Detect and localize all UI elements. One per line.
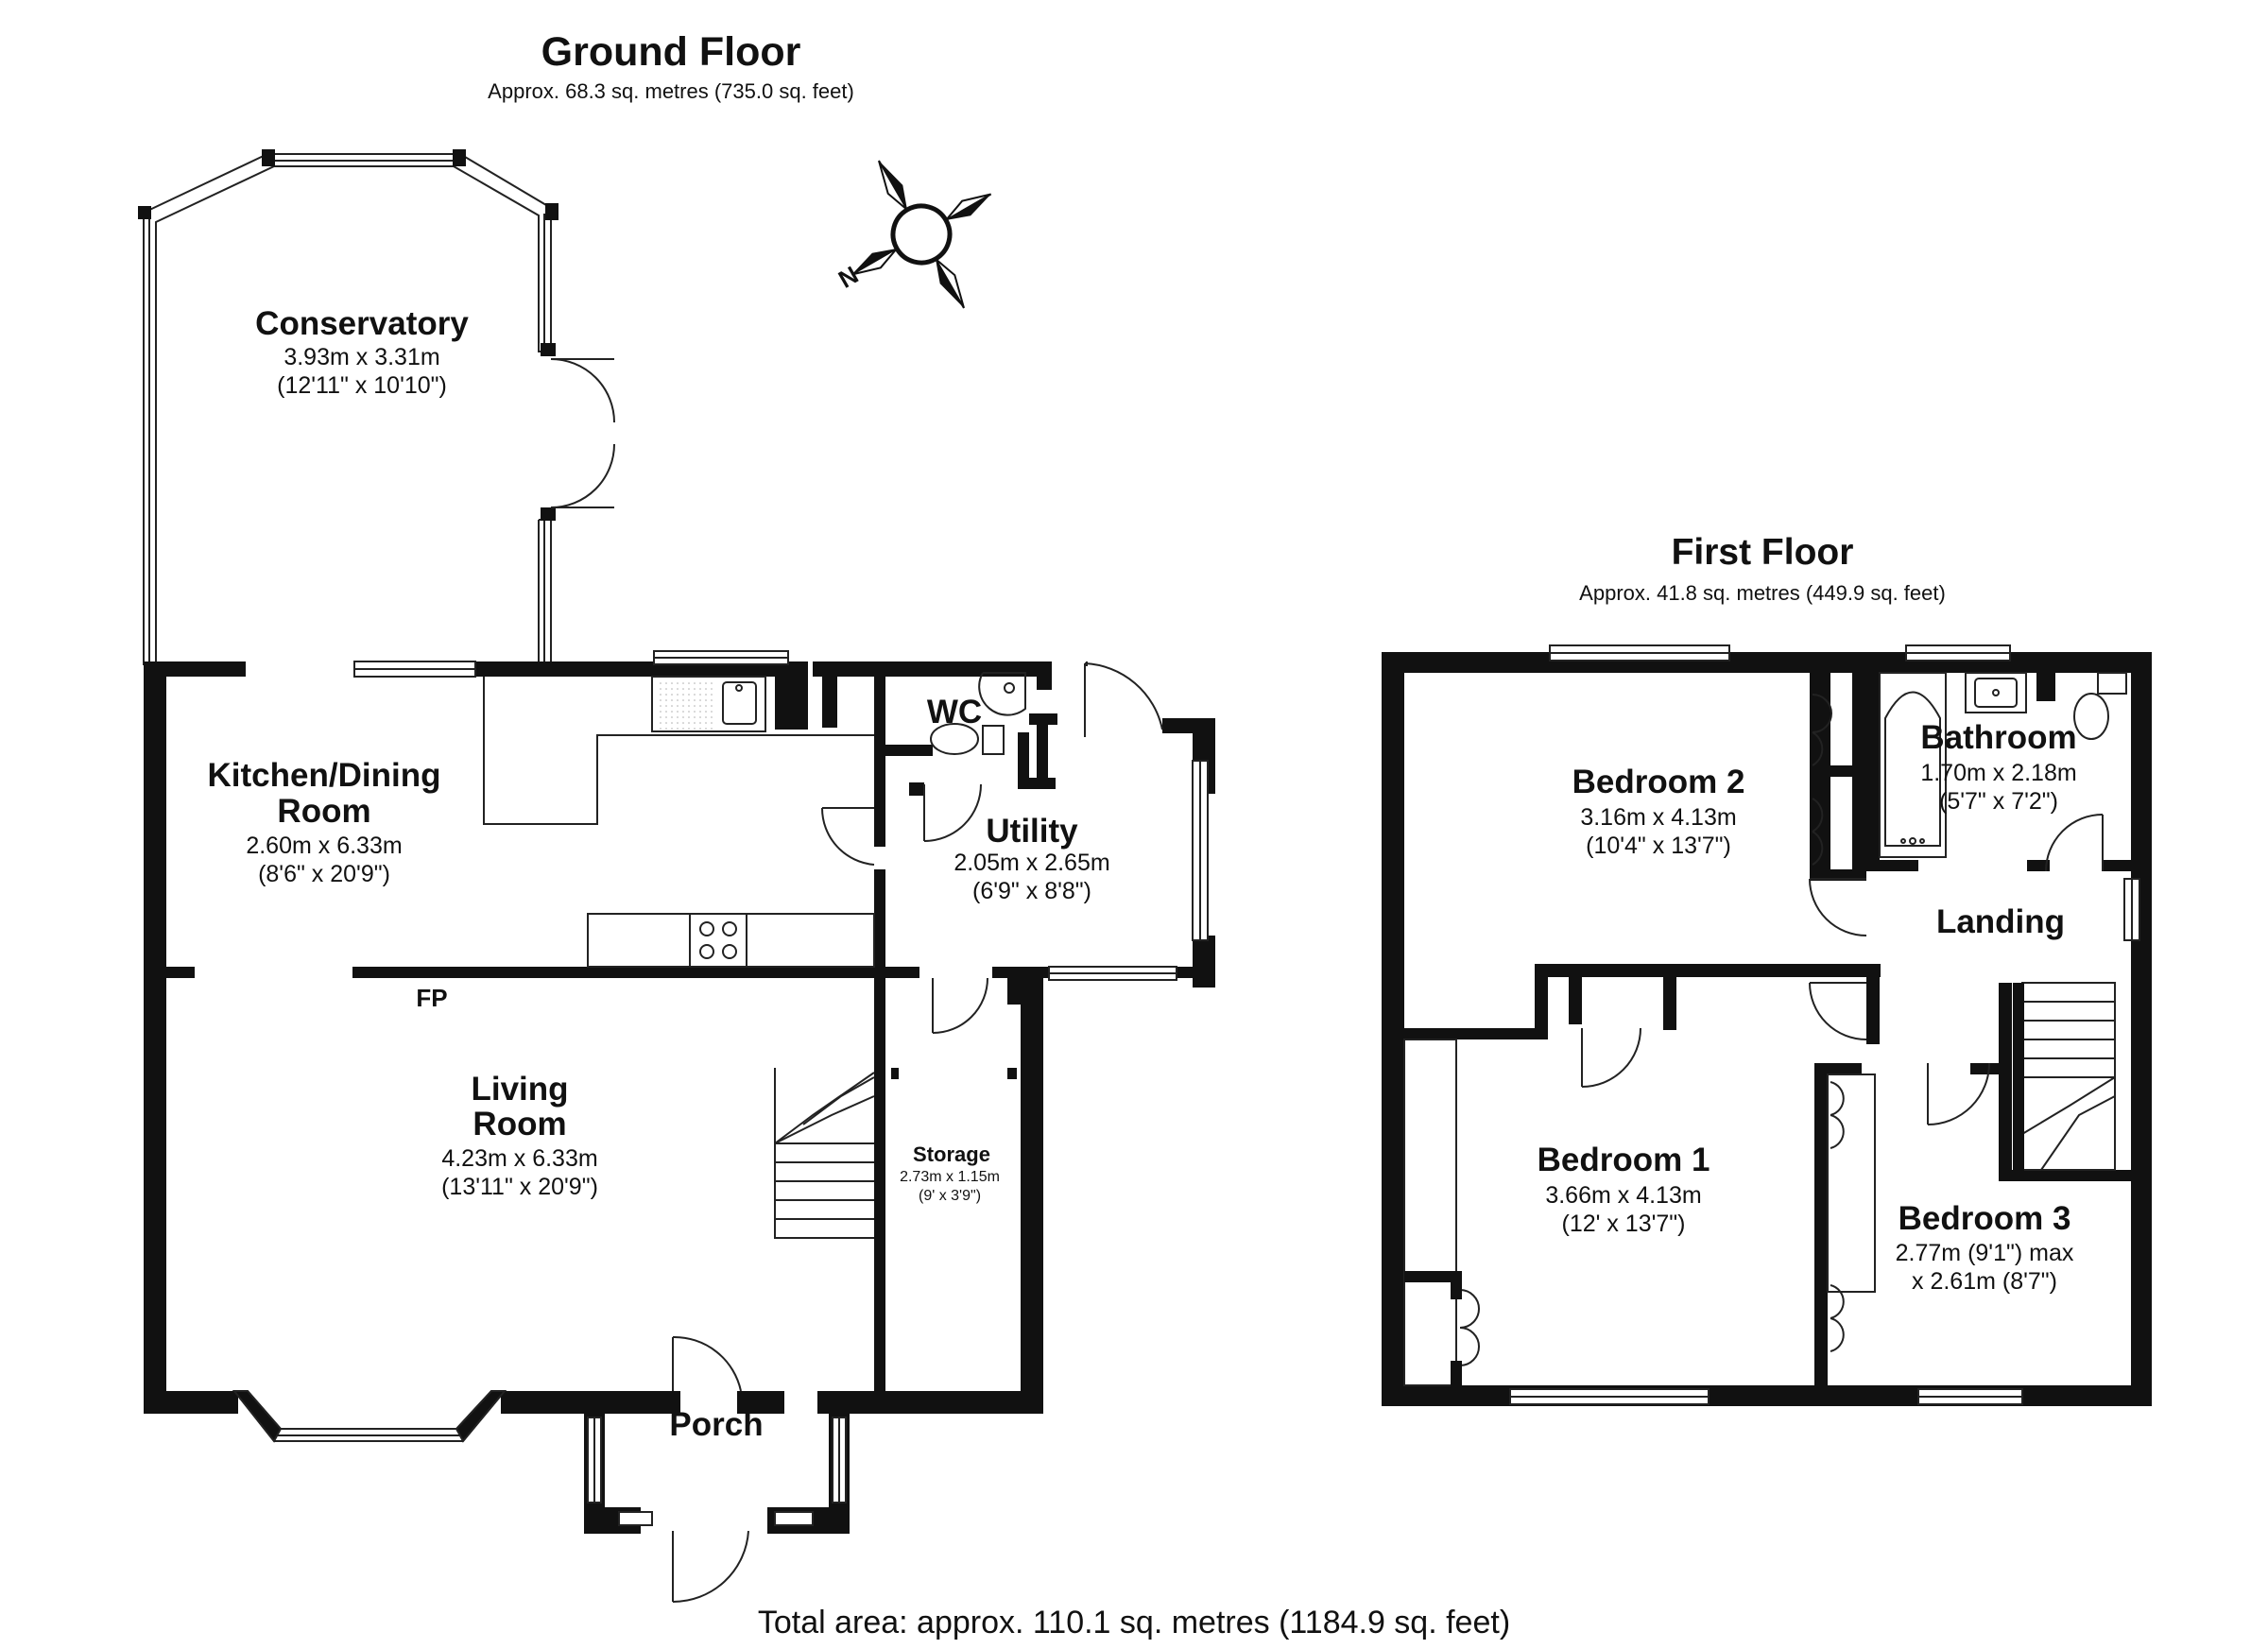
utility-windows — [1048, 760, 1209, 981]
living-stairs — [774, 1068, 875, 1239]
bathroom-metric: 1.70m x 2.18m — [1920, 760, 2077, 786]
conservatory-posts — [138, 149, 558, 521]
conservatory-label: Conservatory — [255, 305, 469, 342]
porch-label: Porch — [669, 1406, 764, 1443]
bedroom1-wardrobe-walls — [1404, 1271, 1462, 1389]
bedroom1-label: Bedroom 1 — [1537, 1142, 1710, 1178]
bathroom-fittings — [1879, 672, 2127, 858]
bedroom2-imperial: (10'4" x 13'7") — [1586, 833, 1731, 859]
kitchen-metric: 2.60m x 6.33m — [246, 833, 403, 859]
ground-floor-area: Approx. 68.3 sq. metres (735.0 sq. feet) — [488, 79, 854, 103]
conservatory-imperial: (12'11" x 10'10") — [277, 372, 447, 399]
bedroom3-label: Bedroom 3 — [1898, 1200, 2071, 1237]
bedroom1-wardrobe — [1403, 1039, 1457, 1386]
first-floor-title: First Floor — [1671, 532, 1854, 573]
utility-label: Utility — [986, 813, 1078, 850]
porch-door — [672, 1335, 749, 1604]
living-imperial: (13'11" x 20'9") — [441, 1174, 598, 1200]
wc-fittings — [930, 672, 1026, 755]
kitchen-units — [483, 676, 875, 968]
living-metric: 4.23m x 6.33m — [441, 1145, 598, 1172]
first-floor-area: Approx. 41.8 sq. metres (449.9 sq. feet) — [1579, 581, 1946, 605]
conservatory-door — [550, 358, 615, 508]
total-area: Total area: approx. 110.1 sq. metres (11… — [757, 1605, 1511, 1640]
fireplace-label: FP — [416, 984, 448, 1012]
first-floor-plan — [1382, 644, 2152, 1406]
landing-label: Landing — [1935, 903, 2066, 940]
bedroom3-wardrobe — [1827, 1074, 1876, 1293]
first-floor-windows — [1509, 644, 2140, 1405]
first-floor-doors — [1459, 694, 2104, 1366]
internal-doors — [820, 783, 988, 1034]
kitchen-label-line2: Room — [277, 793, 371, 830]
ground-floor-plan — [138, 149, 1215, 1604]
conservatory-metric: 3.93m x 3.31m — [284, 344, 440, 370]
drainer — [657, 682, 715, 730]
bathroom-label: Bathroom — [1920, 719, 2077, 756]
utility-door — [1084, 661, 1163, 737]
porch-windows — [587, 1417, 847, 1526]
kitchen-window — [353, 650, 789, 678]
bedroom1-imperial: (12' x 13'7") — [1561, 1211, 1686, 1237]
utility-imperial: (6'9" x 8'8") — [972, 878, 1091, 904]
wc-label: WC — [926, 694, 983, 730]
conservatory-glazing — [143, 153, 552, 665]
first-floor-stairs — [2021, 982, 2116, 1171]
compass-icon — [850, 160, 992, 309]
storage-imperial: (9' x 3'9") — [918, 1188, 982, 1204]
storage-label: Storage — [913, 1142, 990, 1166]
living-label-line2: Room — [472, 1106, 567, 1142]
bathroom-imperial: (5'7" x 7'2") — [1939, 788, 2058, 815]
kitchen-label-line1: Kitchen/Dining — [207, 757, 441, 794]
utility-metric: 2.05m x 2.65m — [954, 850, 1110, 876]
bedroom3-dim-line2: x 2.61m (8'7") — [1912, 1268, 2057, 1295]
living-bay-window — [232, 1390, 507, 1443]
living-label-line1: Living — [471, 1071, 569, 1108]
bedroom2-label: Bedroom 2 — [1572, 764, 1745, 800]
first-floor-stair-walls — [2013, 983, 2024, 1181]
bedroom2-metric: 3.16m x 4.13m — [1580, 804, 1737, 831]
ground-floor-title: Ground Floor — [541, 29, 801, 75]
storage-metric: 2.73m x 1.15m — [900, 1169, 1000, 1185]
bedroom3-dim-line1: 2.77m (9'1") max — [1895, 1240, 2074, 1266]
bedroom1-metric: 3.66m x 4.13m — [1545, 1182, 1702, 1209]
kitchen-imperial: (8'6" x 20'9") — [258, 861, 390, 887]
